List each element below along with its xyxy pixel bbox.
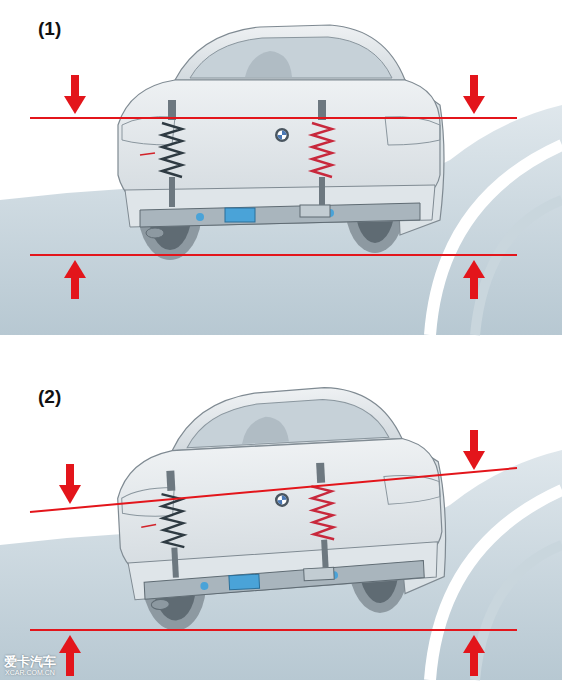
panel-number: (2) [38, 386, 61, 408]
watermark: XCAR.COM.CN [5, 669, 55, 676]
watermark: 爱卡汽车 [4, 653, 56, 671]
panel-number: (1) [38, 18, 61, 40]
